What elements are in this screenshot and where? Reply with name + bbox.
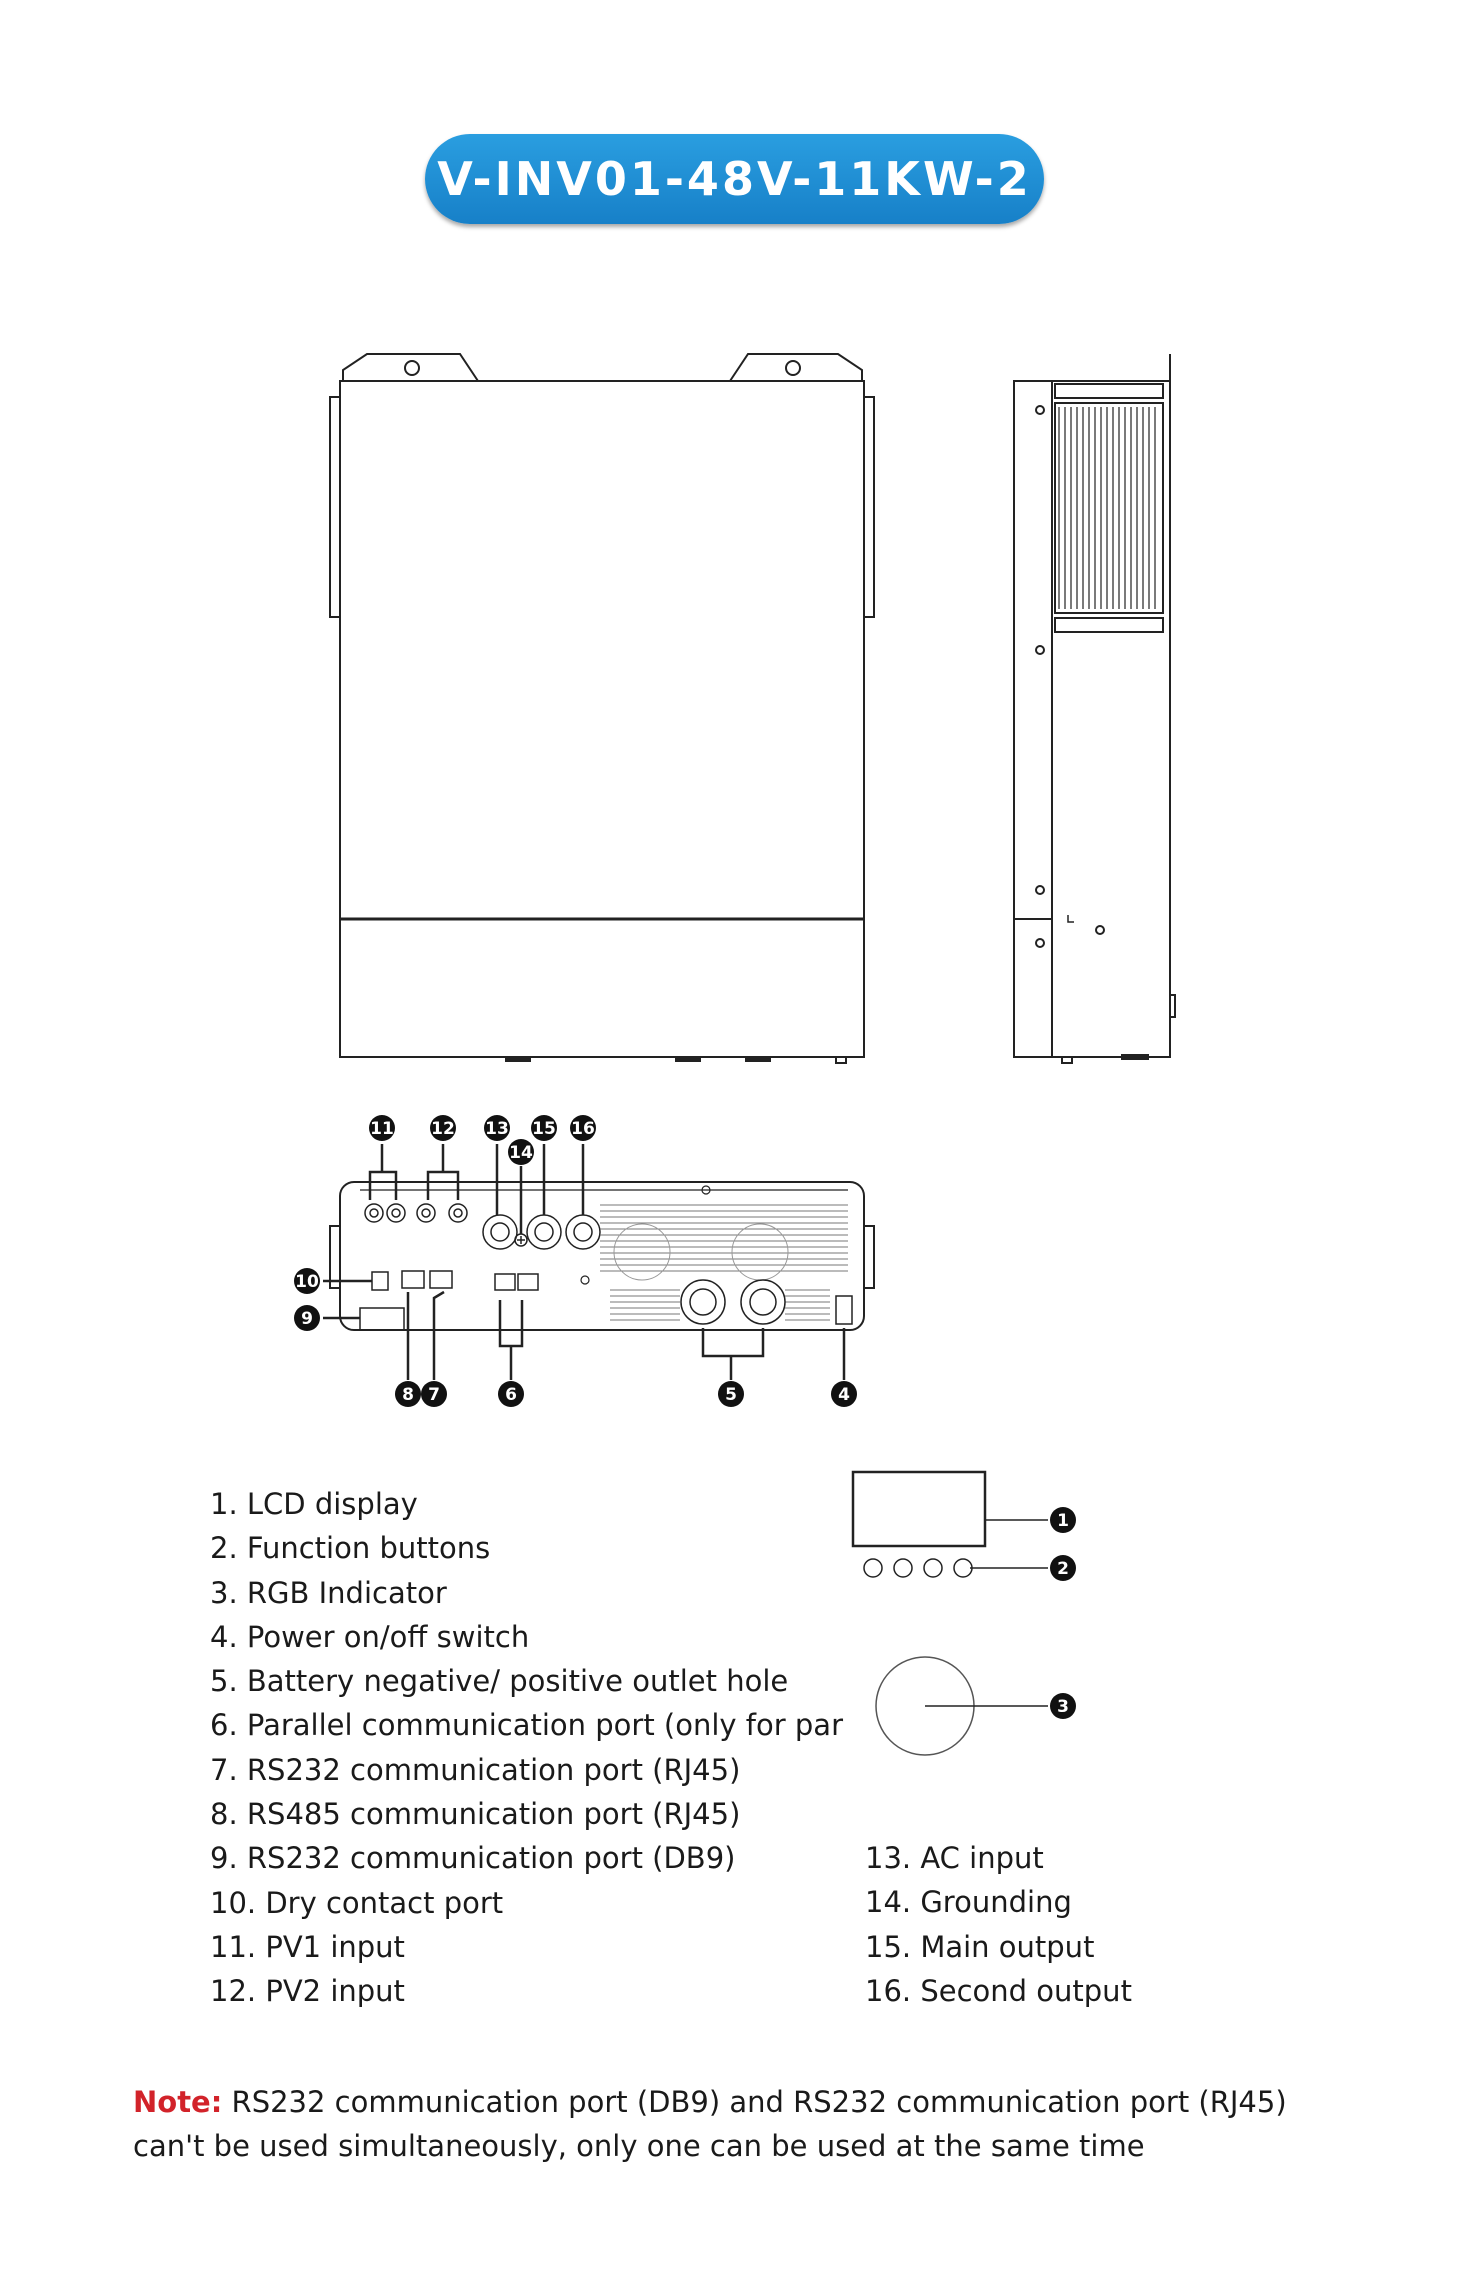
legend-list-right: 13. AC input 14. Grounding 15. Main outp…: [865, 1836, 1265, 2013]
second-output-gland: [565, 1214, 601, 1250]
parallel-port-a: [494, 1273, 516, 1291]
legend-item-7: 7. RS232 communication port (RJ45): [210, 1752, 741, 1787]
rs485-rj45-port: [401, 1270, 425, 1289]
callout-number-3: 3: [1057, 1697, 1069, 1717]
callout-badge-14: 14: [508, 1139, 534, 1165]
legend-item-15: 15. Main output: [865, 1929, 1095, 1964]
callout-number-16: 16: [571, 1119, 595, 1139]
side-view-drawing: [1013, 354, 1176, 1064]
note-paragraph: Note: RS232 communication port (DB9) and…: [133, 2080, 1363, 2168]
callout-badge-8: 8: [395, 1381, 421, 1407]
bottom-view-drawing: [329, 1181, 875, 1331]
note-text: RS232 communication port (DB9) and RS232…: [133, 2085, 1287, 2163]
callout-number-4: 4: [838, 1385, 850, 1405]
legend-item-3: 3. RGB Indicator: [210, 1575, 447, 1610]
main-output-gland: [526, 1214, 562, 1250]
callout-badge-5: 5: [718, 1381, 744, 1407]
legend-item-14: 14. Grounding: [865, 1885, 1072, 1920]
legend-list-left: 1. LCD display 2. Function buttons 3. RG…: [210, 1482, 843, 2014]
callout-badge-4: 4: [831, 1381, 857, 1407]
parallel-port-b: [517, 1273, 539, 1291]
callout-number-11: 11: [370, 1119, 394, 1139]
callout-badge-2: 2: [1050, 1555, 1076, 1581]
callout-number-8: 8: [402, 1385, 414, 1405]
legend-item-11: 11. PV1 input: [210, 1929, 405, 1964]
legend-item-4: 4. Power on/off switch: [210, 1619, 530, 1654]
dry-contact-port: [371, 1271, 389, 1291]
pv2-terminals: [416, 1203, 468, 1223]
callout-badge-7: 7: [421, 1381, 447, 1407]
callout-badge-10: 10: [294, 1268, 320, 1294]
front-view-drawing: [329, 353, 875, 1064]
callout-badge-13: 13: [484, 1115, 510, 1141]
legend-item-6: 6. Parallel communication port (only for…: [210, 1708, 843, 1743]
callout-number-7: 7: [428, 1385, 440, 1405]
model-title: V-INV01-48V-11KW-2: [425, 134, 1044, 224]
callout-badge-12: 12: [430, 1115, 456, 1141]
legend-item-12: 12. PV2 input: [210, 1974, 405, 2009]
ac-input-gland: [482, 1214, 518, 1250]
legend-item-10: 10. Dry contact port: [210, 1885, 504, 1920]
callout-number-5: 5: [725, 1385, 737, 1405]
callout-number-12: 12: [431, 1119, 455, 1139]
callout-badge-6: 6: [498, 1381, 524, 1407]
battery-negative-gland: [680, 1279, 726, 1325]
callout-leader-lines: [323, 1144, 846, 1380]
callout-number-6: 6: [505, 1385, 517, 1405]
lcd-display-diagram: [851, 1470, 1048, 1548]
note-label: Note:: [133, 2085, 223, 2119]
callout-badge-3: 3: [1050, 1693, 1076, 1719]
callout-number-2: 2: [1057, 1559, 1069, 1579]
legend-item-16: 16. Second output: [865, 1973, 1132, 2008]
callout-number-15: 15: [532, 1119, 556, 1139]
legend-item-9: 9. RS232 communication port (DB9): [210, 1841, 736, 1876]
grounding-screw: [514, 1233, 528, 1247]
callout-badge-11: 11: [369, 1115, 395, 1141]
callout-badge-9: 9: [294, 1305, 320, 1331]
legend-item-2: 2. Function buttons: [210, 1531, 491, 1566]
legend-item-5: 5. Battery negative/ positive outlet hol…: [210, 1664, 789, 1699]
callout-badge-1: 1: [1050, 1507, 1076, 1533]
power-switch: [835, 1295, 853, 1325]
rs232-rj45-port: [429, 1270, 453, 1289]
function-buttons-diagram: [863, 1558, 1048, 1578]
legend-item-1: 1. LCD display: [210, 1487, 418, 1521]
callout-number-9: 9: [301, 1309, 313, 1329]
pv1-terminals: [364, 1203, 406, 1223]
legend-item-13: 13. AC input: [865, 1841, 1044, 1875]
legend-item-8: 8. RS485 communication port (RJ45): [210, 1797, 741, 1832]
callout-number-10: 10: [295, 1272, 319, 1292]
rgb-indicator-diagram: [875, 1656, 1048, 1756]
callout-badge-16: 16: [570, 1115, 596, 1141]
callout-number-14: 14: [509, 1143, 533, 1163]
callout-number-1: 1: [1057, 1511, 1069, 1531]
callout-badge-15: 15: [531, 1115, 557, 1141]
db9-port: [359, 1307, 405, 1331]
battery-positive-gland: [740, 1279, 786, 1325]
callout-number-13: 13: [485, 1119, 509, 1139]
